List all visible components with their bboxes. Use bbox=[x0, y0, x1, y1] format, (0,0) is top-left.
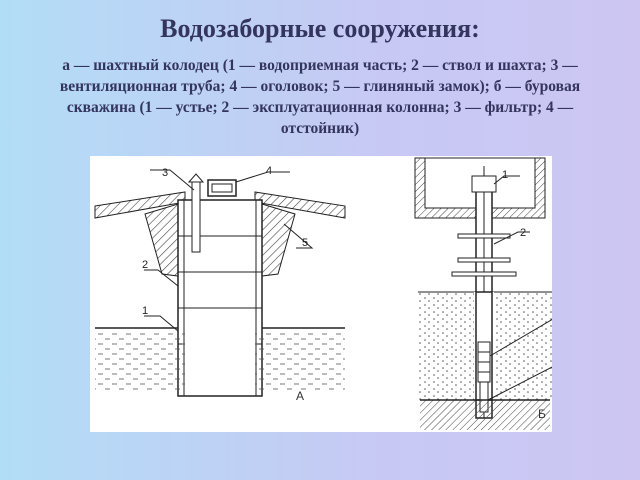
borehole-mouth bbox=[471, 175, 497, 193]
bedrock-b bbox=[420, 400, 550, 430]
borehole-mark: Б bbox=[538, 407, 546, 421]
slide-title: Водозаборные сооружения: bbox=[160, 14, 480, 43]
borehole-label-2: 2 bbox=[520, 227, 526, 239]
well-label-3: 3 bbox=[162, 167, 168, 179]
well-label-1: 1 bbox=[142, 305, 148, 317]
clay-lock-right bbox=[261, 203, 296, 277]
slide-caption: а — шахтный колодец (1 — водоприемная ча… bbox=[59, 57, 581, 137]
well-mark: А bbox=[296, 389, 304, 403]
shaft-well-drawing: 3 4 5 2 1 А bbox=[94, 165, 346, 403]
borehole-drawing: 1 2 3 4 Б bbox=[414, 157, 552, 430]
diagram-panel: 3 4 5 2 1 А bbox=[90, 156, 552, 432]
diagram-svg: 3 4 5 2 1 А bbox=[94, 157, 552, 430]
well-label-2: 2 bbox=[142, 259, 148, 271]
ventilation-pipe bbox=[191, 181, 201, 253]
soil-surface-right bbox=[254, 191, 346, 219]
well-label-5: 5 bbox=[302, 237, 308, 249]
well-label-4: 4 bbox=[266, 165, 272, 177]
borehole-label-1: 1 bbox=[502, 169, 508, 181]
clay-lock-left bbox=[144, 203, 179, 277]
